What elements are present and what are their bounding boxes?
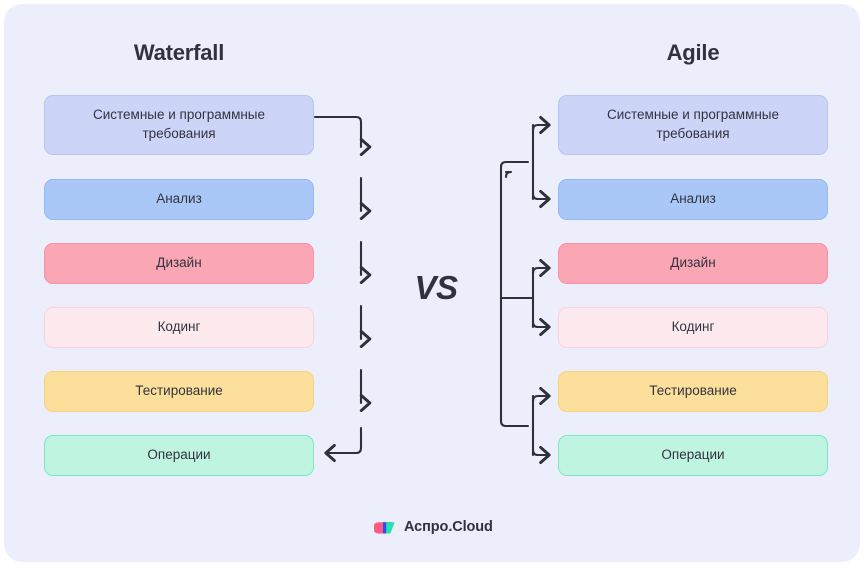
stage-box-requirements-agile[interactable]: Системные и программные требования [558,95,828,155]
agile-bracket-top [501,162,511,300]
stage-box-analysis-waterfall[interactable]: Анализ [44,179,314,220]
infographic-card: Waterfall Agile Системные и программные … [4,4,860,562]
stage-label: Кодинг [671,319,715,335]
brand-name: Аспро.Cloud [404,519,493,535]
agile-branch-requirements [501,157,506,167]
stage-label: Системные и программные требования [92,107,266,141]
agile-arrow-coding [531,317,551,337]
stage-box-coding-waterfall[interactable]: Кодинг [44,307,314,348]
stage-label: Анализ [156,191,202,207]
agile-arrow-testing [531,386,551,406]
agile-arrow-requirements [531,115,551,135]
waterfall-arrow-6 [324,426,363,463]
stage-label: Тестирование [135,383,223,399]
brand-footer: Аспро.Cloud [374,515,493,539]
agile-spine-upper [504,170,513,179]
stage-box-testing-waterfall[interactable]: Тестирование [44,371,314,412]
agile-bottom-cap [499,419,530,428]
stage-label: Кодинг [157,319,201,335]
agile-arrow-design [531,258,551,278]
stage-label: Анализ [670,191,716,207]
stage-label: Операции [147,447,211,463]
page-title-agile: Agile [666,40,720,65]
stage-box-operations-waterfall[interactable]: Операции [44,435,314,476]
stage-label: Операции [661,447,725,463]
stage-label: Тестирование [649,383,737,399]
agile-arrow-analysis [531,189,551,209]
stage-box-analysis-agile[interactable]: Анализ [558,179,828,220]
stage-box-operations-agile[interactable]: Операции [558,435,828,476]
agile-top-cap [499,160,530,169]
stage-label: Дизайн [156,255,202,271]
agile-mid-cap [501,289,528,294]
stage-box-design-agile[interactable]: Дизайн [558,243,828,284]
stage-box-testing-agile[interactable]: Тестирование [558,371,828,412]
stage-label: Системные и программные требования [606,107,780,141]
stage-box-requirements-waterfall[interactable]: Системные и программные требования [44,95,314,155]
agile-outer-spine [533,157,538,162]
aspro-cloud-logo-icon [374,522,395,534]
page-title-waterfall: Waterfall [133,40,225,65]
vs-separator: VS [414,269,458,306]
stage-box-design-waterfall[interactable]: Дизайн [44,243,314,284]
stage-box-coding-agile[interactable]: Кодинг [558,307,828,348]
waterfall-arrow-1 [313,115,372,157]
agile-arrow-operations [531,445,551,465]
stage-label: Дизайн [670,255,716,271]
